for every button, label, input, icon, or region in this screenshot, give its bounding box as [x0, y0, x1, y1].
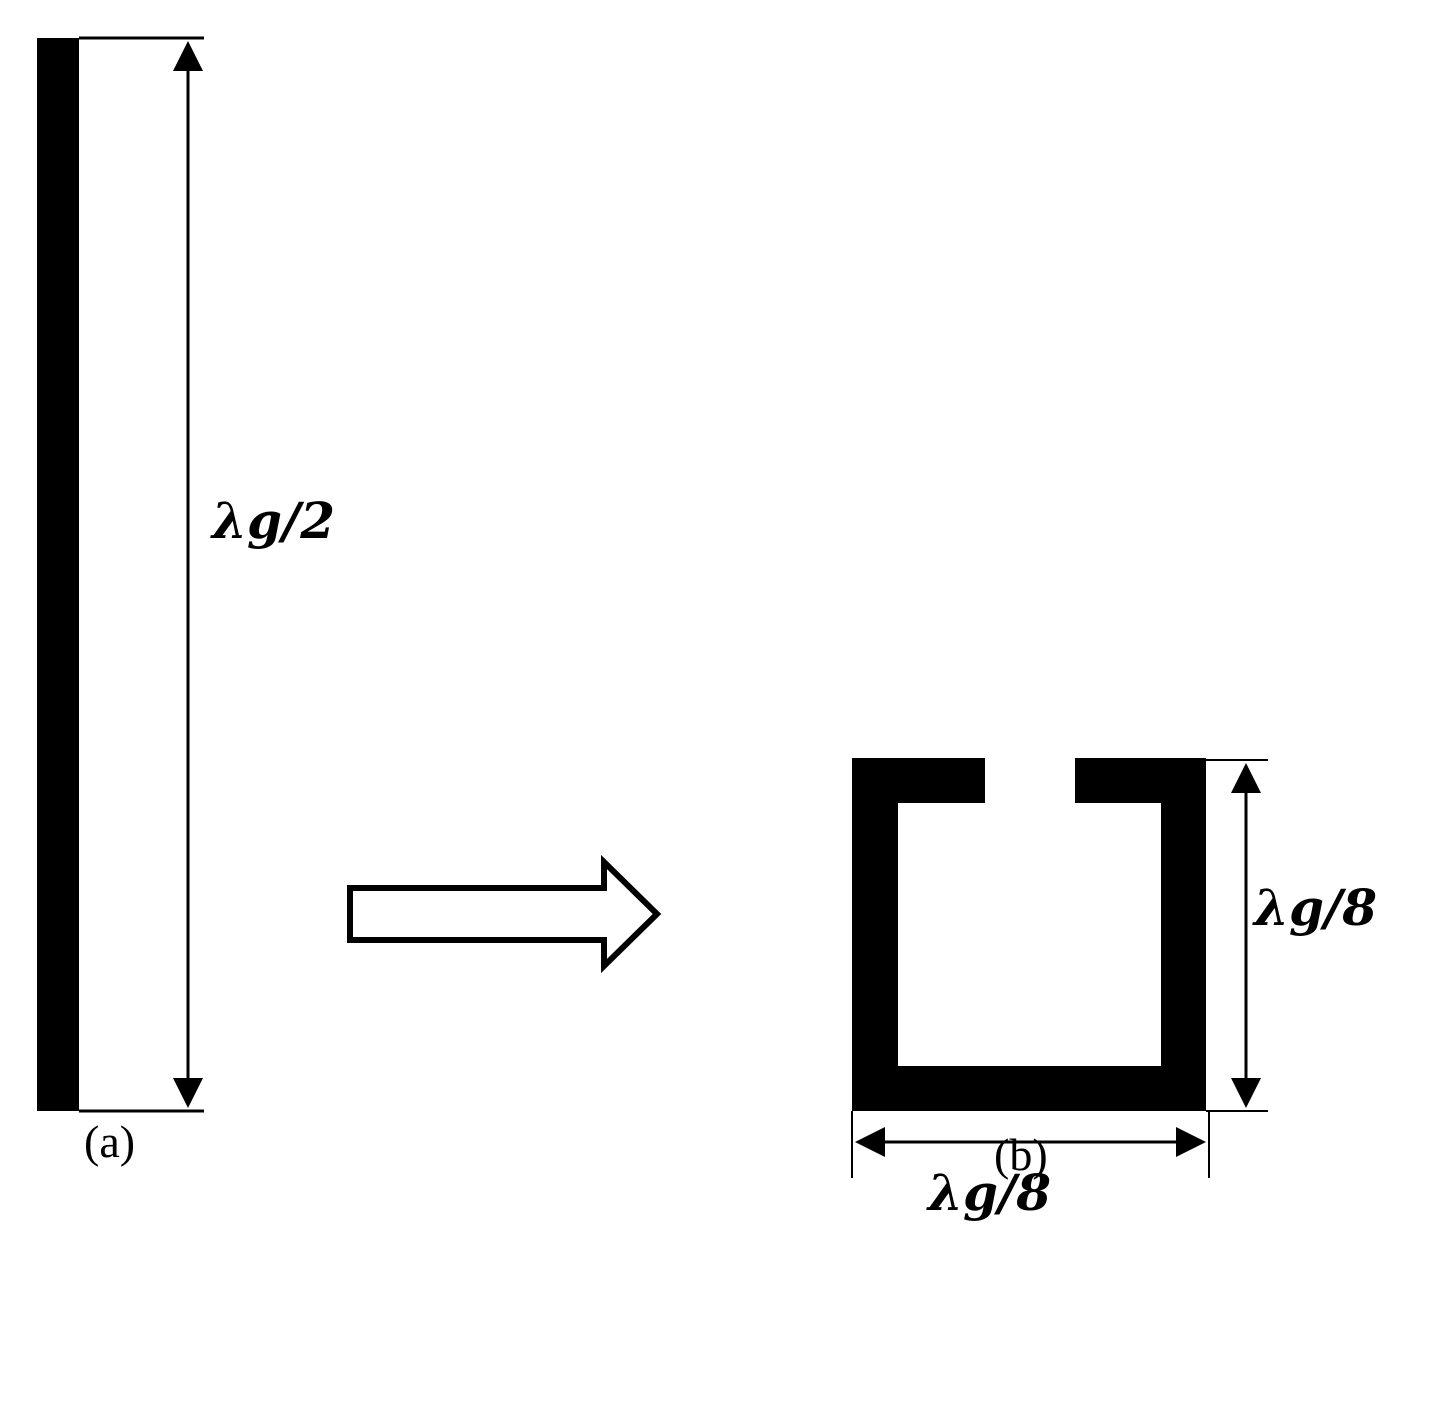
panel-a: λg/2 (a) — [37, 36, 335, 1167]
panel-b: λg/8 λg/8 (b) — [851, 758, 1377, 1222]
transform-arrow-icon — [347, 854, 662, 974]
panel-label-b: (b) — [994, 1129, 1048, 1180]
dimension-label-height: λg/8 — [1252, 878, 1377, 937]
straight-resonator-strip — [37, 38, 79, 1111]
folded-resonator-loop — [852, 758, 1206, 1111]
panel-label-a: (a) — [84, 1116, 135, 1167]
dimension-label-half-wavelength: λg/2 — [210, 491, 335, 550]
dimension-label-width: λg/8 — [926, 1163, 1051, 1222]
